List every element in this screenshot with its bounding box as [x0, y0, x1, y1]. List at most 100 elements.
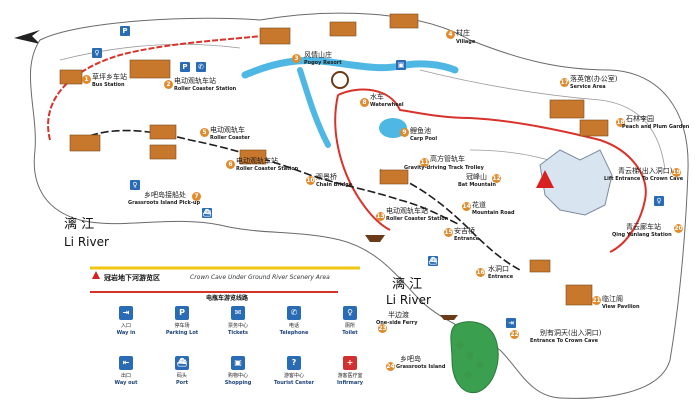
- toilet-icon: ♀: [343, 306, 357, 320]
- contour-line: [419, 69, 666, 171]
- boat-icon: [365, 235, 385, 242]
- boat-icon: [440, 315, 458, 320]
- land-outline: [29, 12, 689, 399]
- parking-icon: P: [120, 26, 130, 36]
- legend-item-en: Way out: [114, 380, 138, 386]
- place-number: 16: [476, 268, 485, 277]
- place-name-zh: 电动观轨车站: [174, 77, 216, 85]
- place-name-zh: 临江阁: [602, 295, 623, 303]
- place-number: 5: [200, 128, 209, 137]
- telephone-icon: ✆: [196, 62, 206, 72]
- legend-item-zh: 游客中心: [283, 373, 304, 379]
- way-in-icon: ⇥: [506, 318, 516, 328]
- place-name-en: Grassroots Island: [396, 364, 446, 370]
- tram-route: [337, 88, 647, 253]
- place-name-en: Pogoy Resort: [304, 60, 342, 66]
- place-number: 24: [386, 362, 395, 371]
- place-name-en: Entrance: [454, 236, 480, 242]
- stream: [297, 67, 331, 148]
- place-number: 11: [420, 158, 429, 167]
- place-number: 14: [462, 202, 471, 211]
- place-name-en: Mountain Road: [472, 210, 515, 216]
- toilet-icon: ♀: [92, 48, 102, 58]
- place-name-en: Service Area: [570, 84, 606, 90]
- place-number: 1: [82, 75, 91, 84]
- place-number: 20: [674, 224, 683, 233]
- place-name-en: Bat Mountain: [458, 182, 496, 188]
- place-name-en: Chain Bridge: [316, 182, 353, 188]
- legend-item-zh: 码头: [176, 373, 187, 379]
- river-label-en: Li River: [386, 293, 431, 307]
- place-name-zh: 青云梯(出入洞口): [618, 167, 673, 175]
- way-in-icon: ⇥: [119, 306, 133, 320]
- legend-item-en: Way in: [116, 330, 136, 336]
- legend-item-en: Shopping: [224, 380, 252, 386]
- shopping-icon: ▣: [396, 60, 406, 70]
- place-name-zh: 花道: [472, 201, 486, 209]
- place-name-zh: 鲤鱼池: [410, 127, 431, 135]
- legend-item-en: Toilet: [342, 330, 358, 336]
- tram-route: [47, 34, 271, 141]
- place-number: 8: [360, 98, 369, 107]
- place-name-en: Roller Coaster: [210, 135, 251, 141]
- grassroots-island: [450, 321, 499, 394]
- legend-item-en: Infirmary: [337, 380, 363, 386]
- place-name-zh: 半边渡: [388, 311, 409, 319]
- legend-item-zh: 电话: [288, 323, 299, 329]
- place-number: 23: [378, 324, 387, 333]
- place-number: 19: [672, 168, 681, 177]
- shopping-icon: ▣: [231, 356, 245, 370]
- toilet-icon: ♀: [654, 196, 664, 206]
- legend-item-en: Parking Lot: [165, 330, 199, 336]
- ticket-icon: ✉: [231, 306, 245, 320]
- place-name-en: Bus Station: [92, 82, 125, 88]
- place-number: 18: [616, 118, 625, 127]
- place-name-zh: 村庄: [456, 29, 470, 37]
- place-name-en: Gravity-driving Track Trolley: [404, 165, 484, 171]
- place-name-zh: 安吉桥: [454, 227, 475, 235]
- contour-line: [59, 43, 241, 61]
- crown-cave-mountain: [539, 149, 613, 216]
- place-name-zh: 石林李园: [626, 115, 654, 123]
- place-name-zh: 别有洞天(出入洞口): [540, 329, 602, 337]
- place-name-en: Roller Coaster Station: [386, 216, 449, 222]
- place-number: 3: [292, 54, 301, 63]
- north-arrow-icon: [14, 30, 40, 44]
- legend-item-en: Tickets: [227, 330, 249, 336]
- place-name-en: Entrance: [488, 274, 514, 280]
- place-name-en: Roller Coaster Station: [236, 166, 299, 172]
- crown-cave-marker-icon: [92, 271, 100, 279]
- place-name-zh: 青云廊车站: [626, 223, 661, 231]
- place-name-en: Peach and Plum Garden: [622, 124, 690, 130]
- river-label-zh: 漓 江: [392, 277, 423, 292]
- place-number: 6: [226, 160, 235, 169]
- place-name-zh: 乡吧岛: [400, 355, 421, 363]
- place-number: 12: [492, 174, 501, 183]
- place-name-zh: 电动观轨车: [210, 126, 245, 134]
- legend-route-label: 电瓶车游览线路: [206, 295, 249, 302]
- place-number: 7: [192, 192, 201, 201]
- place-number: 21: [592, 296, 601, 305]
- place-name-en: Entrance To Crown Cave: [530, 338, 598, 344]
- place-name-en: Qing Yunlang Station: [612, 232, 672, 238]
- place-number: 22: [510, 330, 519, 339]
- place-name-zh: 水洞口: [488, 265, 509, 273]
- legend-item-zh: 购物中心: [227, 373, 248, 379]
- place-name-zh: 水车: [370, 93, 384, 101]
- place-number: 15: [444, 228, 453, 237]
- place-number: 4: [446, 30, 455, 39]
- tree-cluster: [456, 341, 484, 379]
- place-name-en: View Pavilion: [602, 304, 640, 310]
- place-name-zh: 落英馆(办公室): [570, 75, 618, 83]
- place-number: 13: [376, 212, 385, 221]
- legend-item-zh: 游客医疗室: [337, 373, 363, 379]
- place-name-zh: 观景桥: [316, 173, 337, 181]
- place-number: 9: [400, 128, 409, 137]
- telephone-icon: ✆: [287, 306, 301, 320]
- place-name-en: Lift Entrance To Crown Cave: [604, 176, 684, 182]
